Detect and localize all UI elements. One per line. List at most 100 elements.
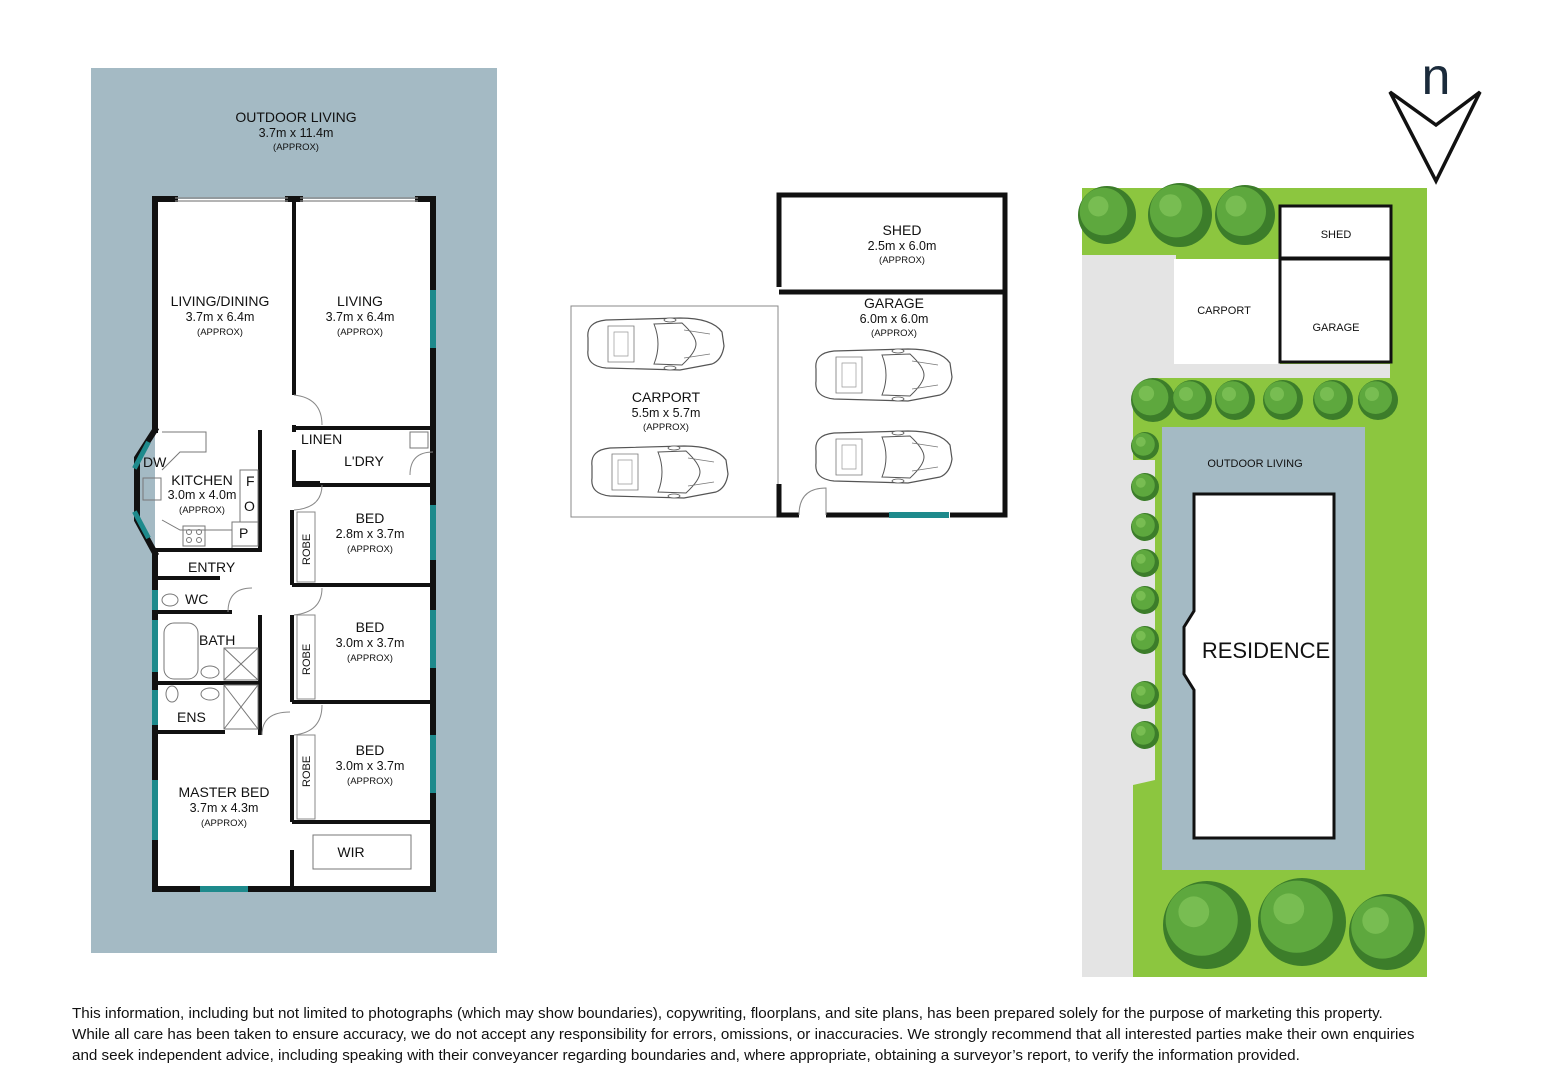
disclaimer: This information, including but not limi… xyxy=(72,1003,1492,1066)
carport-site-label: CARPORT xyxy=(1197,305,1251,317)
tree-icon xyxy=(1215,380,1255,420)
residence-outline xyxy=(1182,492,1336,840)
shed-site xyxy=(1278,204,1393,260)
tree-icon xyxy=(1215,185,1275,245)
tree-icon xyxy=(1131,681,1159,709)
tree-icon xyxy=(1131,549,1159,577)
tree-icon xyxy=(1358,380,1398,420)
room-size: 3.0m x 4.0m xyxy=(168,488,237,502)
tree-icon xyxy=(1263,380,1303,420)
carport-site xyxy=(1174,259,1280,364)
room-labels: LIVING/DINING 3.7m x 6.4m (APPROX) LIVIN… xyxy=(143,293,404,860)
room-name: BED xyxy=(356,742,385,758)
room-name: BED xyxy=(356,619,385,635)
shed-site-label: SHED xyxy=(1321,229,1352,241)
carport-approx: (APPROX) xyxy=(643,422,689,433)
wir-label: WIR xyxy=(337,844,364,860)
room-name: MASTER BED xyxy=(178,784,269,800)
oven-label: O xyxy=(244,498,255,514)
room-approx: (APPROX) xyxy=(337,327,383,338)
outdoor-living-site-label: OUTDOOR LIVING xyxy=(1207,458,1302,470)
room-size: 3.7m x 4.3m xyxy=(190,801,259,815)
outbuildings: CARPORT 5.5m x 5.7m (APPROX) SHED 2.5m x… xyxy=(570,192,1008,518)
garage-door-swing xyxy=(798,487,827,516)
car-icon xyxy=(815,430,953,484)
garage-site-label: GARAGE xyxy=(1312,322,1359,334)
garage-site xyxy=(1278,257,1393,364)
shed-approx: (APPROX) xyxy=(879,255,925,266)
shed-garage-walls xyxy=(776,192,1008,518)
room-approx: (APPROX) xyxy=(197,327,243,338)
windows xyxy=(132,290,436,892)
tree-icon xyxy=(1131,432,1159,460)
laundry-label: L'DRY xyxy=(344,453,384,469)
carport-size: 5.5m x 5.7m xyxy=(632,406,701,420)
tree-icon xyxy=(1131,721,1159,749)
fridge-label: F xyxy=(246,473,255,489)
room-name: BED xyxy=(356,510,385,526)
outdoor-living-name: OUTDOOR LIVING xyxy=(235,109,356,125)
wc-label: WC xyxy=(185,591,208,607)
garage-approx: (APPROX) xyxy=(871,328,917,339)
residence-label: RESIDENCE xyxy=(1202,638,1330,663)
tree-icon xyxy=(1131,586,1159,614)
bathroom-fixtures xyxy=(161,431,429,870)
disclaimer-line: While all care has been taken to ensure … xyxy=(72,1026,1415,1043)
sliding-doors xyxy=(175,197,418,202)
room-approx: (APPROX) xyxy=(347,776,393,787)
shed-size: 2.5m x 6.0m xyxy=(868,239,937,253)
siteplan: n CARPORT SHED GARAGE OUTDOOR LIVING RES… xyxy=(1078,48,1482,977)
bath-label: BATH xyxy=(199,632,235,648)
robe-label: ROBE xyxy=(301,644,313,675)
garage-window xyxy=(889,512,949,518)
tree-icon xyxy=(1148,183,1212,247)
tree-icon xyxy=(1163,881,1251,969)
tree-icon xyxy=(1131,626,1159,654)
room-approx: (APPROX) xyxy=(201,818,247,829)
driveway xyxy=(1082,255,1390,977)
interior-walls xyxy=(155,199,433,889)
car-icon xyxy=(591,445,729,499)
outdoor-living-size: 3.7m x 11.4m xyxy=(259,126,334,140)
outdoor-living-approx: (APPROX) xyxy=(273,142,319,153)
tree-icon xyxy=(1172,380,1212,420)
entry-label: ENTRY xyxy=(188,559,236,575)
door-swings xyxy=(227,394,434,736)
robe-label: ROBE xyxy=(301,756,313,787)
robe-outlines xyxy=(296,511,316,820)
room-approx: (APPROX) xyxy=(347,653,393,664)
room-name: LIVING xyxy=(337,293,383,309)
ensuite-label: ENS xyxy=(177,709,206,725)
room-size: 3.0m x 3.7m xyxy=(336,636,405,650)
car-icon xyxy=(815,348,953,402)
north-arrow-icon xyxy=(1388,90,1482,185)
disclaimer-line: This information, including but not limi… xyxy=(72,1005,1383,1022)
room-name: KITCHEN xyxy=(171,472,232,488)
shed-name: SHED xyxy=(883,222,922,238)
room-approx: (APPROX) xyxy=(179,505,225,516)
robe-label: ROBE xyxy=(301,534,313,565)
north-letter: n xyxy=(1422,48,1451,106)
carport-name: CARPORT xyxy=(632,389,701,405)
disclaimer-line: and seek independent advice, including s… xyxy=(72,1047,1300,1064)
tree-icon xyxy=(1131,513,1159,541)
room-size: 2.8m x 3.7m xyxy=(336,527,405,541)
tree-icon xyxy=(1131,378,1175,422)
trees xyxy=(1078,183,1425,970)
tree-icon xyxy=(1078,186,1136,244)
tree-icon xyxy=(1349,894,1425,970)
garage-size: 6.0m x 6.0m xyxy=(860,312,929,326)
floorplan: OUTDOOR LIVING 3.7m x 11.4m (APPROX) xyxy=(91,68,497,953)
linen-label: LINEN xyxy=(301,431,342,447)
kitchen-counter xyxy=(142,431,259,548)
room-size: 3.7m x 6.4m xyxy=(186,310,255,324)
dishwasher-label: DW xyxy=(143,454,167,470)
garage-name: GARAGE xyxy=(864,295,924,311)
room-size: 3.0m x 3.7m xyxy=(336,759,405,773)
car-icon xyxy=(587,317,725,371)
tree-icon xyxy=(1313,380,1353,420)
tree-icon xyxy=(1258,878,1346,966)
room-name: LIVING/DINING xyxy=(171,293,270,309)
room-size: 3.7m x 6.4m xyxy=(326,310,395,324)
